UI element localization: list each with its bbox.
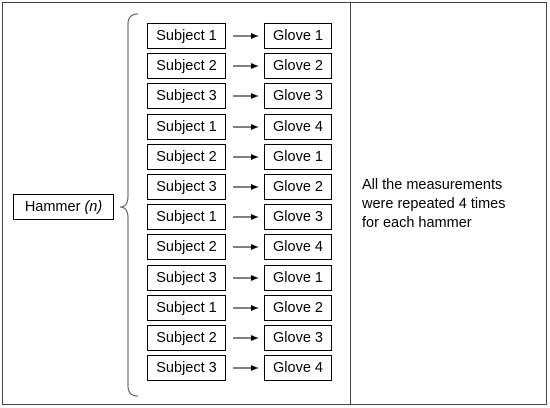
glove-box: Glove 1: [264, 265, 332, 291]
glove-box: Glove 4: [264, 355, 332, 381]
glove-box: Glove 3: [264, 204, 332, 230]
subject-box: Subject 1: [147, 204, 226, 230]
subject-box: Subject 2: [147, 53, 226, 79]
hammer-box: Hammer (n): [13, 194, 114, 220]
diagram-frame: [2, 2, 547, 405]
note-line-1: All the measurements: [362, 177, 503, 193]
subject-box: Subject 2: [147, 234, 226, 260]
glove-box: Glove 4: [264, 234, 332, 260]
glove-box: Glove 1: [264, 23, 332, 49]
glove-box: Glove 2: [264, 295, 332, 321]
column-divider: [350, 2, 351, 405]
note-line-2: were repeated 4 times: [362, 196, 506, 212]
hammer-label: Hammer: [24, 199, 81, 215]
glove-box: Glove 2: [264, 53, 332, 79]
glove-box: Glove 3: [264, 83, 332, 109]
glove-box: Glove 3: [264, 325, 332, 351]
hammer-variable: (n): [84, 199, 103, 215]
glove-box: Glove 2: [264, 174, 332, 200]
note-line-3: for each hammer: [362, 215, 472, 231]
subject-box: Subject 3: [147, 265, 226, 291]
glove-box: Glove 1: [264, 144, 332, 170]
subject-box: Subject 1: [147, 23, 226, 49]
grouping-brace: [119, 13, 139, 397]
subject-box: Subject 2: [147, 144, 226, 170]
repetition-note: All the measurements were repeated 4 tim…: [362, 176, 542, 233]
subject-box: Subject 3: [147, 83, 226, 109]
subject-box: Subject 3: [147, 355, 226, 381]
subject-box: Subject 1: [147, 295, 226, 321]
subject-box: Subject 3: [147, 174, 226, 200]
subject-box: Subject 1: [147, 114, 226, 140]
glove-box: Glove 4: [264, 114, 332, 140]
subject-box: Subject 2: [147, 325, 226, 351]
